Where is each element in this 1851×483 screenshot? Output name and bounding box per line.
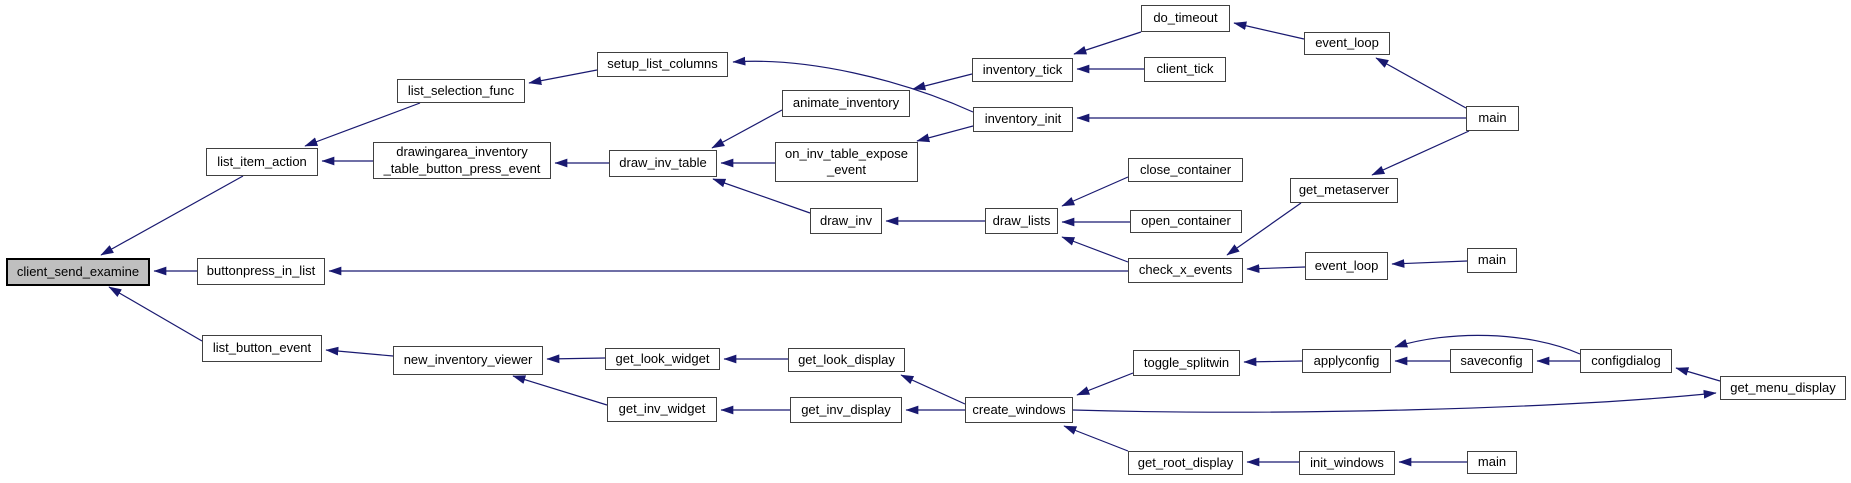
node-event_loop_mid[interactable]: event_loop xyxy=(1305,252,1388,280)
node-animate_inventory[interactable]: animate_inventory xyxy=(782,90,910,117)
node-do_timeout[interactable]: do_timeout xyxy=(1141,5,1230,32)
edge-inventory_init-to-setup_list_columns xyxy=(732,56,974,113)
node-list_button_event[interactable]: list_button_event xyxy=(202,335,322,362)
node-get_metaserver[interactable]: get_metaserver xyxy=(1290,178,1398,203)
node-main_top[interactable]: main xyxy=(1466,106,1519,131)
node-configdialog[interactable]: configdialog xyxy=(1580,349,1672,373)
edge-main_mid-to-event_loop_mid xyxy=(1391,259,1468,268)
edge-setup_list_columns-to-list_selection_func xyxy=(528,69,598,86)
node-get_look_widget[interactable]: get_look_widget xyxy=(605,348,720,370)
node-client_send_examine: client_send_examine xyxy=(6,258,150,286)
node-list_item_action[interactable]: list_item_action xyxy=(206,148,318,176)
edge-create_windows-to-get_menu_display xyxy=(1072,389,1717,413)
node-init_windows[interactable]: init_windows xyxy=(1299,451,1395,475)
node-saveconfig[interactable]: saveconfig xyxy=(1450,349,1533,373)
edge-get_menu_display-to-configdialog xyxy=(1675,367,1721,382)
node-event_loop_top[interactable]: event_loop xyxy=(1304,32,1390,55)
edge-get_root_display-to-create_windows xyxy=(1063,425,1129,452)
node-drawingarea_inventory_table_button_press_event[interactable]: drawingarea_inventory _table_button_pres… xyxy=(373,142,551,179)
edge-applyconfig-to-toggle_splitwin xyxy=(1243,357,1303,367)
edge-animate_inventory-to-draw_inv_table xyxy=(711,109,783,149)
node-client_tick[interactable]: client_tick xyxy=(1144,57,1226,82)
node-on_inv_table_expose_event[interactable]: on_inv_table_expose _event xyxy=(775,142,918,182)
node-check_x_events[interactable]: check_x_events xyxy=(1128,258,1243,283)
edge-get_inv_widget-to-new_inventory_viewer xyxy=(512,375,608,406)
edge-close_container-to-draw_lists xyxy=(1061,176,1129,207)
edge-inventory_tick-to-animate_inventory xyxy=(912,73,973,91)
edge-main_top-to-event_loop_top xyxy=(1375,57,1467,109)
node-list_selection_func[interactable]: list_selection_func xyxy=(397,79,525,103)
edge-list_button_event-to-client_send_examine xyxy=(108,286,203,342)
node-draw_inv_table[interactable]: draw_inv_table xyxy=(609,150,717,177)
node-new_inventory_viewer[interactable]: new_inventory_viewer xyxy=(393,346,543,375)
node-inventory_init[interactable]: inventory_init xyxy=(973,107,1073,132)
node-buttonpress_in_list[interactable]: buttonpress_in_list xyxy=(197,258,325,285)
edge-get_look_widget-to-new_inventory_viewer xyxy=(546,354,606,364)
edge-get_metaserver-to-check_x_events xyxy=(1226,202,1302,256)
node-create_windows[interactable]: create_windows xyxy=(965,397,1073,423)
node-get_inv_widget[interactable]: get_inv_widget xyxy=(607,397,717,422)
edge-main_top-to-get_metaserver xyxy=(1371,130,1470,176)
node-draw_lists[interactable]: draw_lists xyxy=(985,208,1058,234)
node-applyconfig[interactable]: applyconfig xyxy=(1302,349,1391,373)
node-main_mid[interactable]: main xyxy=(1467,248,1517,273)
node-draw_inv[interactable]: draw_inv xyxy=(810,208,882,234)
edge-check_x_events-to-draw_lists xyxy=(1061,236,1129,263)
edge-new_inventory_viewer-to-list_button_event xyxy=(325,346,394,357)
edge-draw_inv-to-draw_inv_table xyxy=(712,178,811,214)
edge-event_loop_top-to-do_timeout xyxy=(1233,21,1305,40)
edge-inventory_init-to-on_inv_table_expose_event xyxy=(916,125,974,143)
node-setup_list_columns[interactable]: setup_list_columns xyxy=(597,52,728,77)
node-get_look_display[interactable]: get_look_display xyxy=(788,348,905,372)
node-toggle_splitwin[interactable]: toggle_splitwin xyxy=(1133,350,1240,376)
node-get_inv_display[interactable]: get_inv_display xyxy=(790,397,902,423)
node-get_menu_display[interactable]: get_menu_display xyxy=(1720,376,1846,400)
edge-event_loop_mid-to-check_x_events xyxy=(1246,264,1306,273)
edge-list_item_action-to-client_send_examine xyxy=(100,175,244,256)
node-main_bottom[interactable]: main xyxy=(1467,451,1517,474)
node-get_root_display[interactable]: get_root_display xyxy=(1128,451,1243,475)
edge-toggle_splitwin-to-create_windows xyxy=(1076,372,1134,396)
edge-list_selection_func-to-list_item_action xyxy=(304,102,421,147)
edge-configdialog-to-applyconfig xyxy=(1394,334,1581,355)
node-open_container[interactable]: open_container xyxy=(1130,210,1242,233)
node-inventory_tick[interactable]: inventory_tick xyxy=(972,58,1073,82)
edge-do_timeout-to-inventory_tick xyxy=(1073,31,1142,55)
edge-create_windows-to-get_look_display xyxy=(900,374,966,405)
node-close_container[interactable]: close_container xyxy=(1128,158,1243,182)
